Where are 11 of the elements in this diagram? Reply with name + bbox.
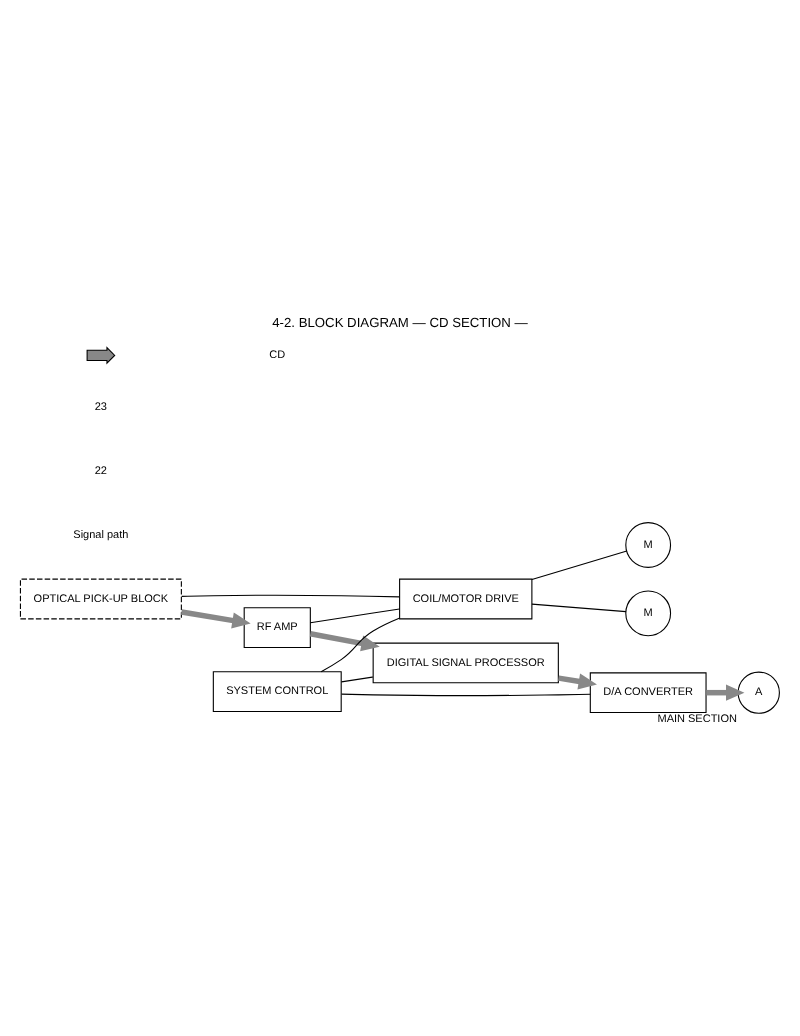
arrow [309,630,380,651]
connector [531,549,628,580]
connector [320,616,400,672]
connector [341,692,591,696]
connector [340,675,374,682]
arrow [181,608,251,628]
connector [309,607,401,623]
arrow [558,672,597,689]
arrow [706,683,745,700]
connector [531,602,627,612]
connector [181,593,400,597]
